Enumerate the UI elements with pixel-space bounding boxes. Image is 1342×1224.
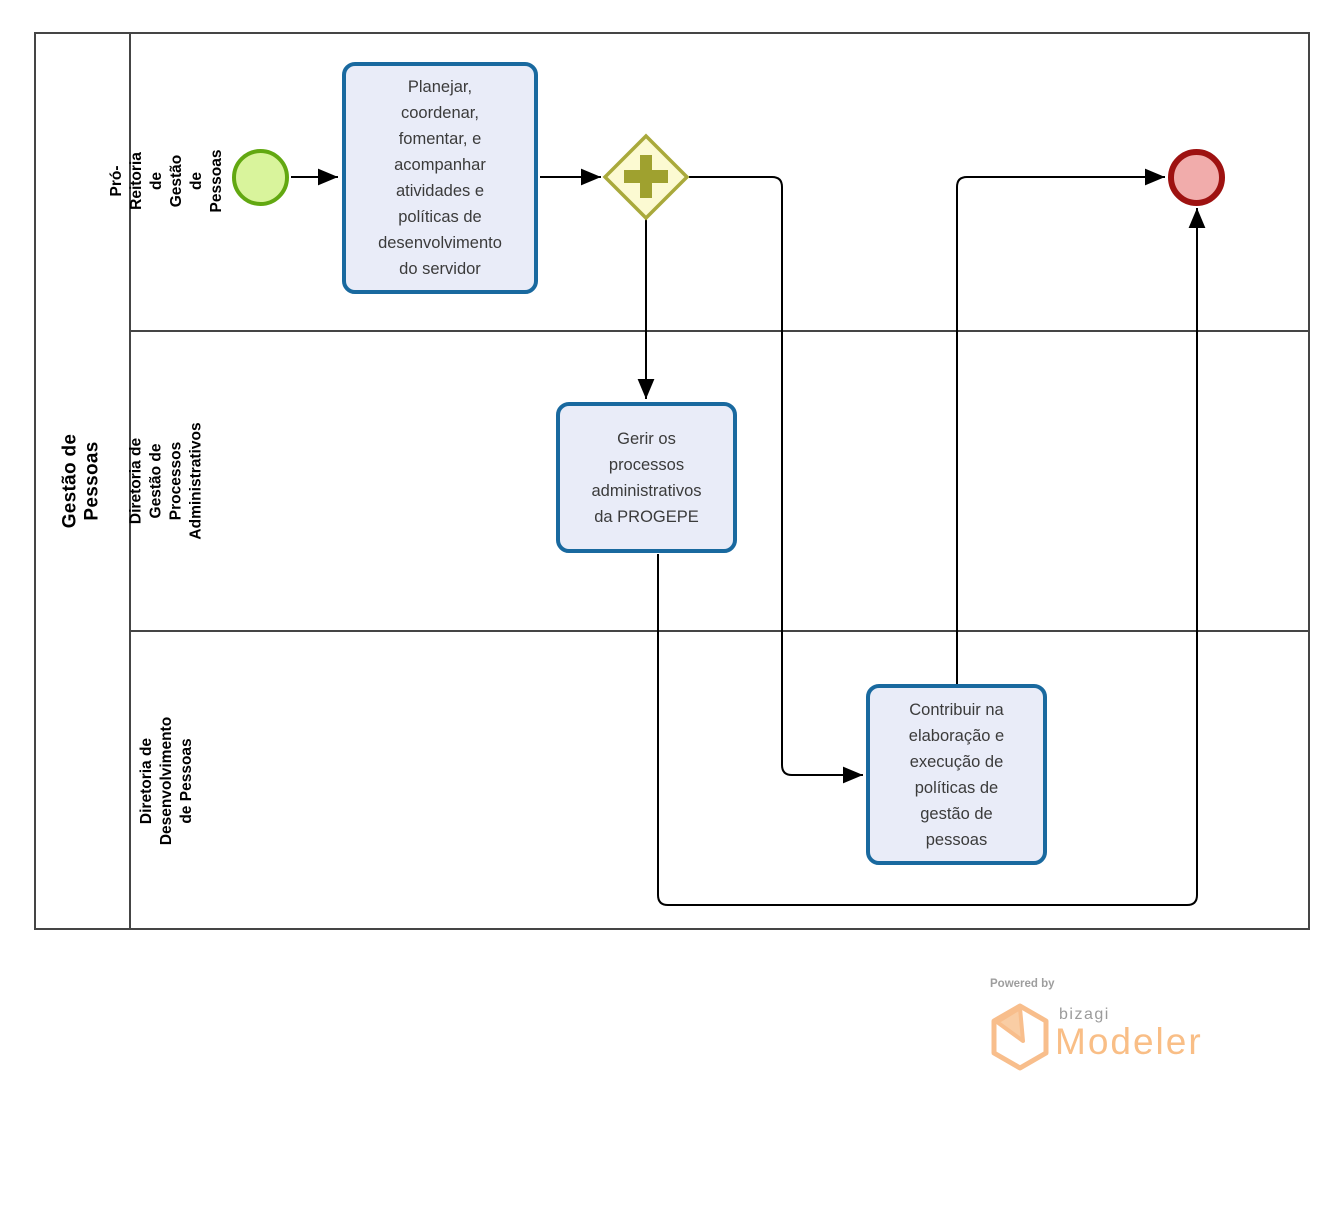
lane-diretoria-processos-label: Diretoria de Gestão de Processos Adminis… xyxy=(128,422,206,540)
lane-divider-1 xyxy=(131,330,1310,332)
lane-diretoria-desenvolvimento: Diretoria de Desenvolvimento de Pessoas xyxy=(131,632,203,930)
lane-pro-reitoria: Pró-Reitoria de Gestão de Pessoas xyxy=(108,32,225,330)
modeler-brand-text: Modeler xyxy=(1055,1021,1203,1062)
task-gerir: Gerir os processos administrativos da PR… xyxy=(556,402,737,553)
task-planejar: Planejar, coordenar, fomentar, e acompan… xyxy=(342,62,538,294)
pool-header-divider xyxy=(129,32,131,930)
lane-diretoria-desenvolvimento-label: Diretoria de Desenvolvimento de Pessoas xyxy=(138,716,195,846)
bizagi-brand-text: bizagi xyxy=(1059,1006,1110,1023)
task-contribuir: Contribuir na elaboração e execução de p… xyxy=(866,684,1047,865)
lane-diretoria-processos: Diretoria de Gestão de Processos Adminis… xyxy=(128,332,205,630)
powered-by-text: Powered by xyxy=(990,978,1055,990)
lane-pro-reitoria-label: Pró-Reitoria de Gestão de Pessoas xyxy=(108,149,225,213)
lane-divider-2 xyxy=(131,630,1310,632)
pool-label: Gestão de Pessoas xyxy=(59,433,103,529)
pool-border xyxy=(34,32,1310,930)
end-event-icon xyxy=(1168,149,1225,206)
bizagi-hexagon-icon xyxy=(991,1003,1049,1071)
start-event-icon xyxy=(232,149,289,206)
